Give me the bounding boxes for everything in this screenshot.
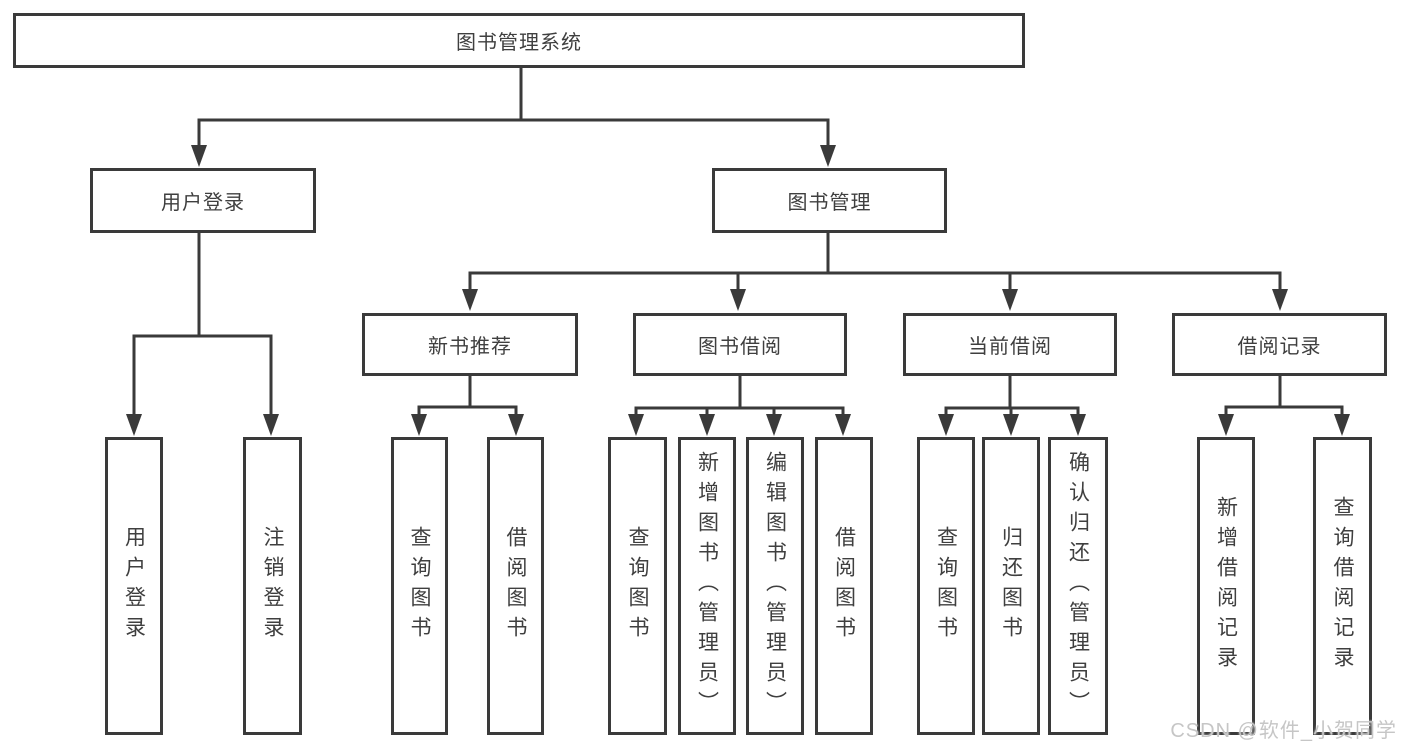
node-current-borrowing: 当前借阅 [903,313,1117,376]
leaf-label: 编辑图书（管理员） [763,451,787,721]
leaf-label: 查询图书 [934,526,958,646]
leaf-confirm-return-admin: 确认归还（管理员） [1048,437,1108,735]
leaf-borrow-books-recommend: 借阅图书 [487,437,544,735]
leaf-borrow-books: 借阅图书 [815,437,873,735]
leaf-query-borrow-record: 查询借阅记录 [1313,437,1372,735]
leaf-label: 查询借阅记录 [1331,496,1354,676]
node-label: 用户登录 [161,192,245,214]
node-root-system: 图书管理系统 [13,13,1025,68]
leaf-add-book-admin: 新增图书（管理员） [678,437,736,735]
leaf-label: 借阅图书 [504,526,527,646]
leaf-label: 新增图书（管理员） [695,451,719,721]
leaf-edit-book-admin: 编辑图书（管理员） [746,437,804,735]
node-book-management: 图书管理 [712,168,947,233]
leaf-label: 用户登录 [122,526,146,646]
leaf-label: 注销登录 [261,526,284,646]
leaf-label: 查询图书 [408,526,431,646]
leaf-logout: 注销登录 [243,437,302,735]
leaf-label: 借阅图书 [832,526,856,646]
leaf-label: 新增借阅记录 [1214,496,1238,676]
leaf-label: 归还图书 [999,526,1023,646]
leaf-return-books: 归还图书 [982,437,1040,735]
node-label: 当前借阅 [968,336,1052,358]
node-label: 借阅记录 [1237,336,1322,358]
leaf-add-borrow-record: 新增借阅记录 [1197,437,1255,735]
leaf-query-books-current: 查询图书 [917,437,975,735]
node-label: 图书管理 [787,192,872,214]
node-label: 新书推荐 [428,336,512,358]
node-user-login: 用户登录 [90,168,316,233]
node-book-borrowing: 图书借阅 [633,313,847,376]
leaf-query-books-recommend: 查询图书 [391,437,448,735]
leaf-query-books-borrow: 查询图书 [608,437,667,735]
leaf-label: 确认归还（管理员） [1066,451,1090,721]
node-label: 图书借阅 [698,336,782,358]
leaf-label: 查询图书 [626,526,649,646]
leaf-user-login: 用户登录 [105,437,163,735]
node-borrowing-records: 借阅记录 [1172,313,1387,376]
node-label: 图书管理系统 [456,32,582,54]
node-new-book-recommend: 新书推荐 [362,313,578,376]
